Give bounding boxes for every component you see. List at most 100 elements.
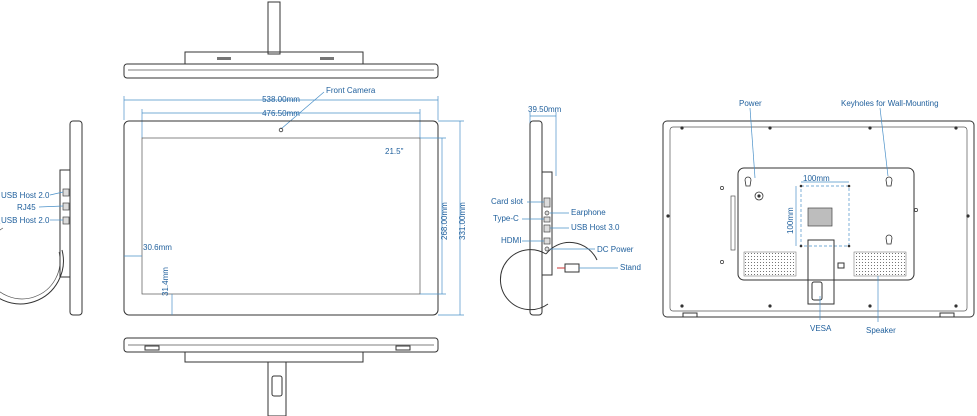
rj45-port — [62, 202, 70, 211]
hdmi-label: HDMI — [501, 236, 521, 245]
speaker-grille-right — [853, 251, 907, 277]
back-foot-right — [939, 312, 955, 318]
dc-power-label: DC Power — [597, 245, 634, 254]
screw — [666, 214, 670, 218]
top-vent-left — [217, 57, 231, 60]
keyholes-leader — [879, 107, 889, 177]
bezel-side-label: 30.6mm — [143, 243, 172, 252]
label-plate — [807, 207, 833, 227]
bottom-foot-right — [395, 345, 411, 351]
card-slot-port — [543, 197, 551, 208]
dc-power-port — [544, 246, 550, 252]
stand-pole-bottom — [267, 361, 287, 416]
vesa-pattern — [800, 185, 850, 247]
width-outer-label: 538.00mm — [262, 95, 300, 104]
power-button-center — [757, 194, 761, 198]
power-button-icon — [754, 191, 764, 201]
side-bar — [730, 195, 736, 251]
vesa-h-label: 100mm — [786, 207, 795, 234]
right-frame — [529, 120, 543, 316]
screw — [720, 186, 724, 190]
usb-3-port — [543, 224, 551, 233]
rear-housing — [737, 167, 915, 281]
speaker-grille-left — [743, 251, 797, 277]
height-outer-label: 331.00mm — [458, 202, 467, 240]
usb-host-2-label: USB Host 2.0 — [1, 216, 50, 225]
card-slot-label: Card slot — [491, 197, 524, 206]
usb-host-3-label: USB Host 3.0 — [571, 223, 620, 232]
top-vent-right — [320, 57, 334, 60]
right-stand-arc-top — [545, 241, 598, 261]
height-screen-label: 268.00mm — [440, 202, 449, 240]
speaker-label: Speaker — [866, 326, 896, 335]
stand-label: Stand — [620, 263, 641, 272]
top-view — [123, 1, 439, 79]
screw — [768, 126, 772, 130]
hdmi-port — [543, 237, 551, 245]
front-screen — [141, 137, 421, 295]
back-frame — [662, 120, 975, 318]
vesa-w-label: 100mm — [803, 174, 830, 183]
vesa-hole — [799, 244, 803, 248]
usb-port-1 — [62, 188, 70, 197]
screw — [768, 304, 772, 308]
type-c-label: Type-C — [493, 214, 519, 223]
keyhole-icon — [885, 234, 893, 245]
stand-knob — [564, 263, 580, 273]
right-rear-housing — [541, 171, 553, 276]
bottom-rear-housing — [184, 351, 364, 363]
screw — [868, 304, 872, 308]
rj45-label: RJ45 — [17, 203, 36, 212]
power-leader — [749, 107, 756, 179]
front-view: 538.00mm 476.50mm Front Camera 21.5" 30.… — [123, 86, 467, 316]
bottom-foot-left — [144, 345, 160, 351]
power-label: Power — [739, 99, 762, 108]
back-stand-slot — [811, 281, 823, 301]
left-stand-arc-inner — [0, 227, 61, 300]
left-stand-arc — [0, 223, 64, 305]
vesa-hole — [847, 244, 851, 248]
back-foot-left — [682, 312, 698, 318]
usb-host-1-label: USB Host 2.0 — [1, 191, 50, 200]
stand-pole-top — [267, 1, 281, 55]
screw — [914, 208, 918, 212]
screw — [720, 260, 724, 264]
keyholes-label: Keyholes for Wall-Mounting — [841, 99, 939, 108]
screw — [954, 126, 958, 130]
diagonal-label: 21.5" — [385, 147, 404, 156]
earphone-label: Earphone — [571, 208, 606, 217]
front-camera-dot — [278, 127, 284, 133]
front-camera-label: Front Camera — [326, 86, 376, 95]
earphone-port — [544, 210, 550, 216]
rj45-leader — [38, 205, 64, 208]
back-frame-inner — [669, 126, 968, 312]
back-stand-clip — [837, 262, 845, 269]
vesa-hole — [799, 184, 803, 188]
vesa-label: VESA — [810, 324, 832, 333]
top-frame — [123, 63, 439, 79]
usb-1-leader — [49, 191, 64, 196]
vesa-hole — [847, 184, 851, 188]
keyhole-icon — [744, 176, 752, 187]
depth-label: 39.50mm — [528, 105, 562, 114]
screw — [680, 304, 684, 308]
width-screen-label: 476.50mm — [262, 109, 300, 118]
screw — [966, 214, 970, 218]
left-side-view: USB Host 2.0 RJ45 USB Host 2.0 — [0, 120, 83, 316]
right-side-view: 39.50mm Card slot Earphone Type-C USB Ho… — [491, 105, 641, 316]
screw — [954, 304, 958, 308]
screw — [680, 126, 684, 130]
right-stand-arc — [499, 249, 549, 311]
front-bezel — [123, 120, 439, 316]
stand-slot — [271, 375, 283, 397]
bottom-view — [123, 337, 439, 416]
bezel-bottom-label: 31.4mm — [161, 267, 170, 296]
back-stand — [807, 239, 835, 305]
front-camera-leader — [280, 91, 325, 130]
back-view: 100mm 100mm Power Keyholes for Wall-Moun… — [662, 99, 975, 335]
usb-port-2 — [62, 216, 70, 225]
type-c-port — [543, 216, 551, 223]
screw — [868, 126, 872, 130]
left-frame — [69, 120, 83, 316]
